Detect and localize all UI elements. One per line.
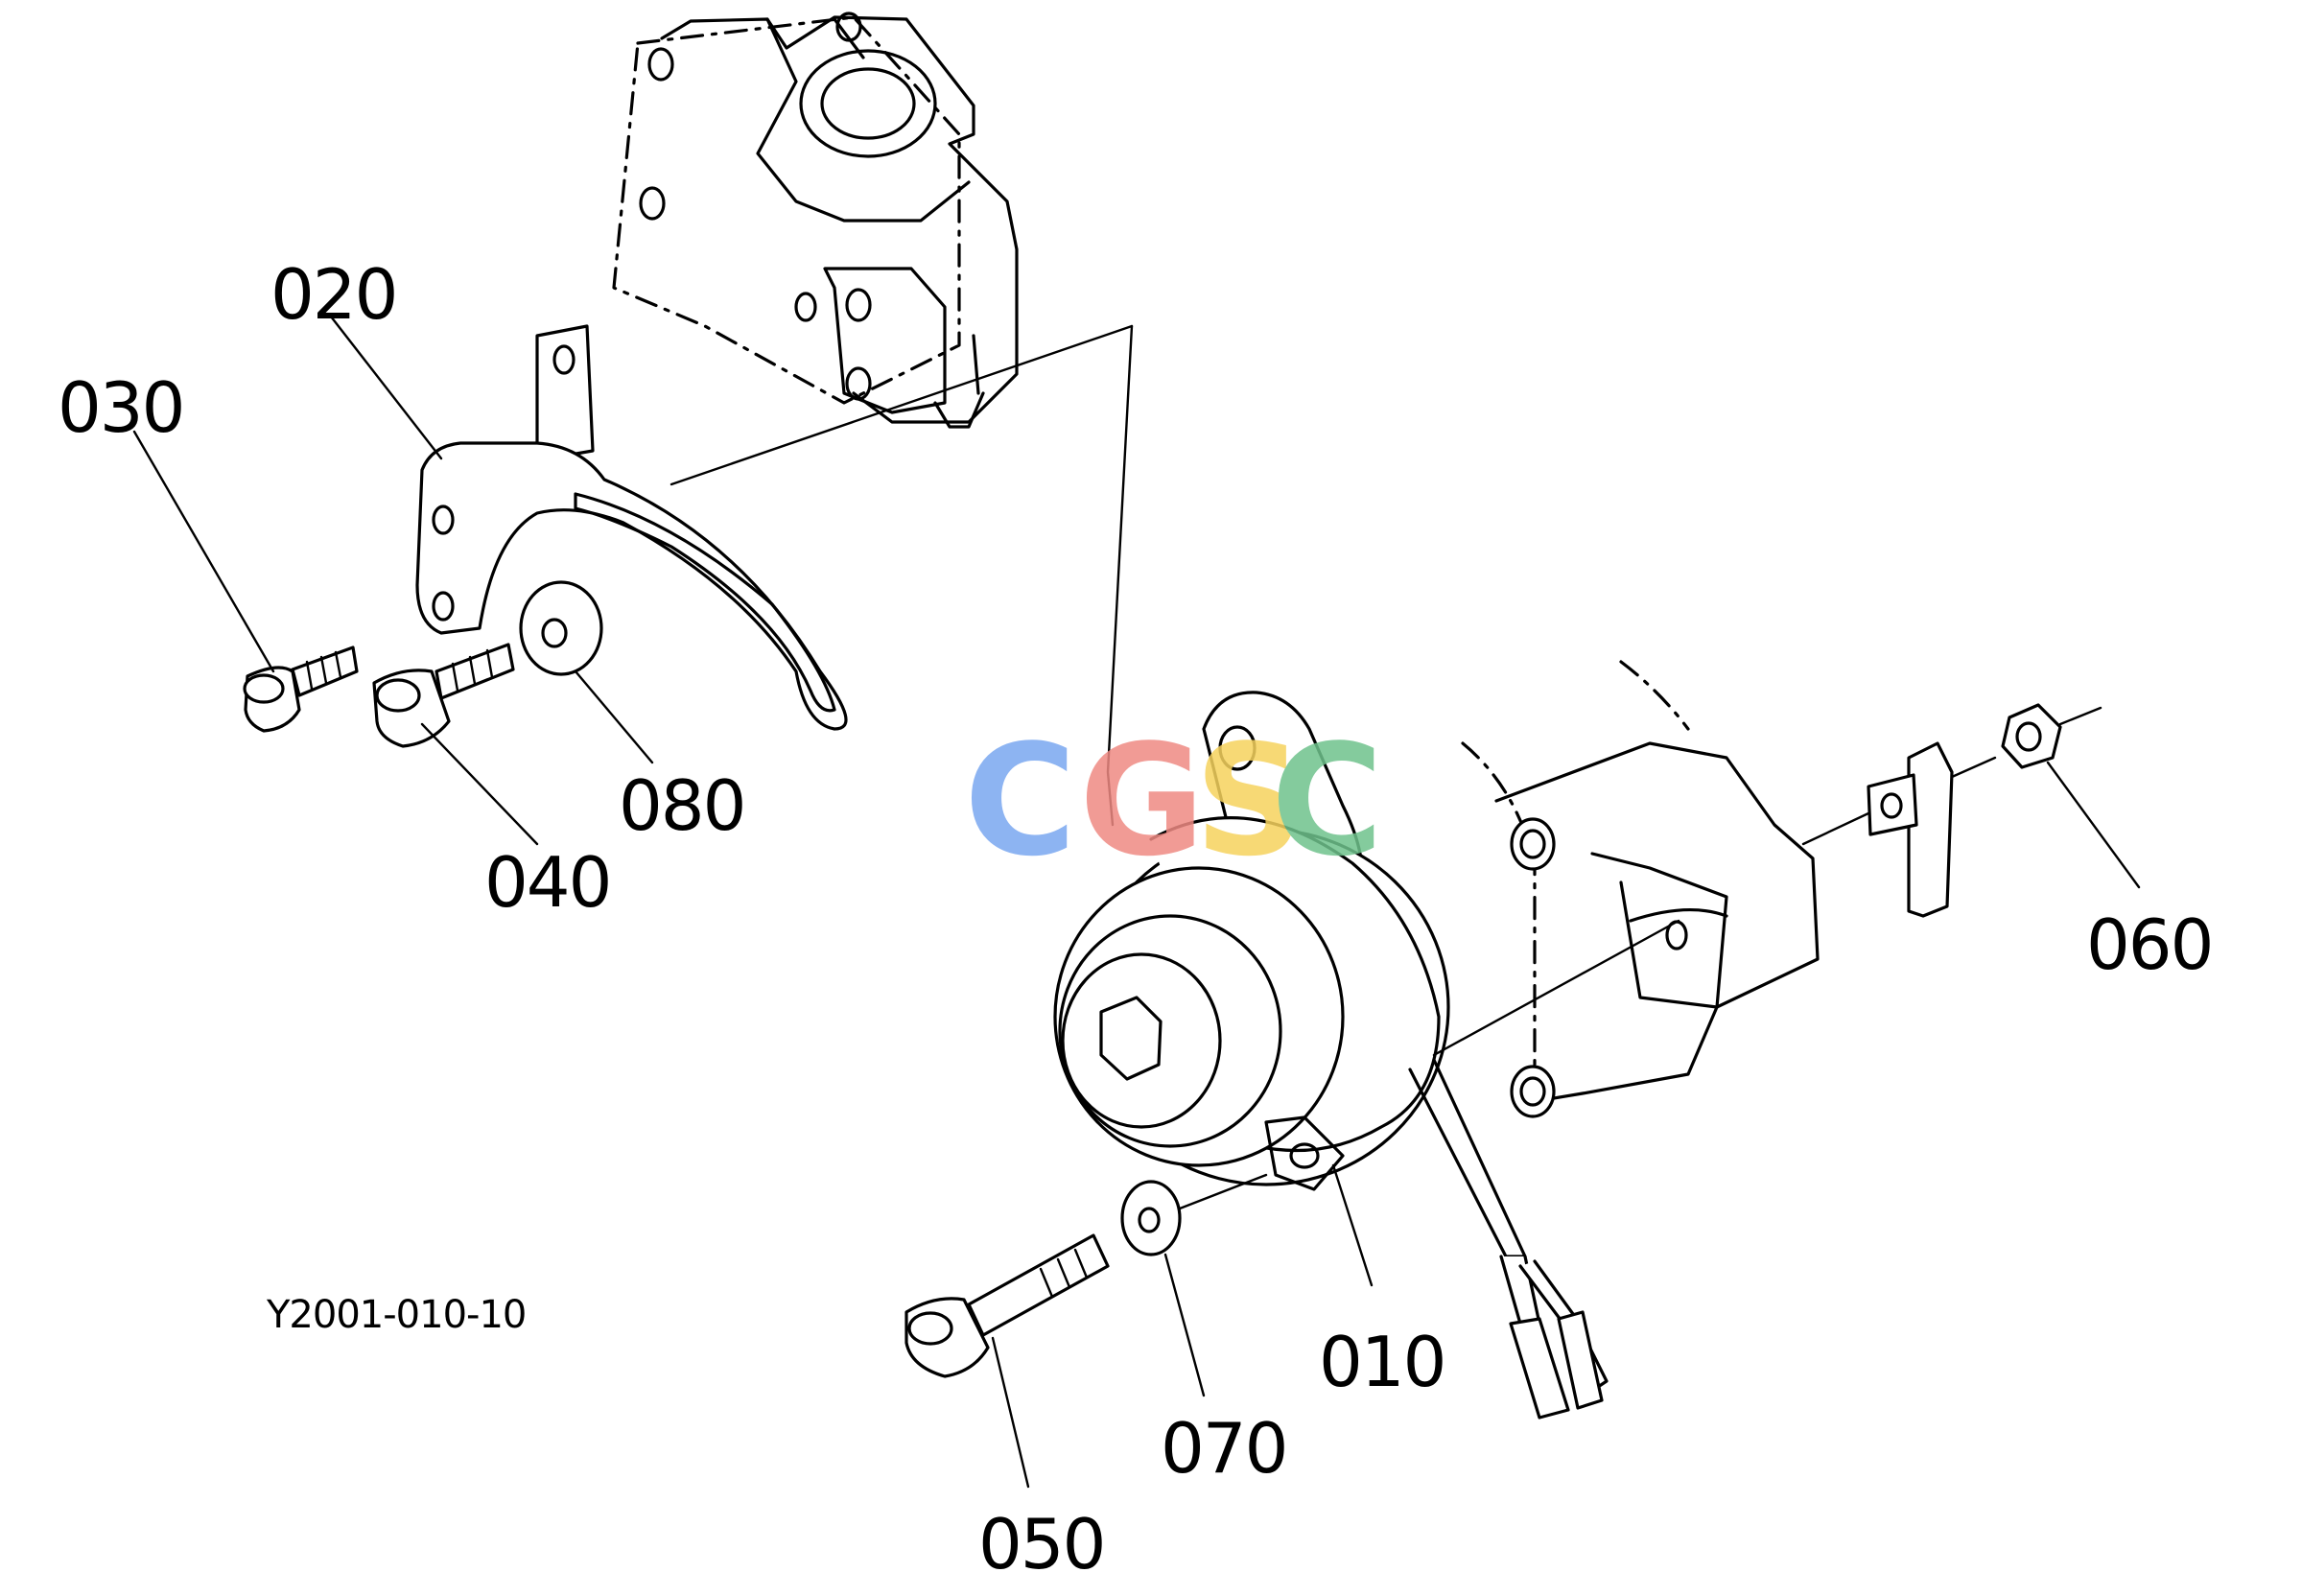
lower-housing <box>1461 660 1820 1118</box>
watermark-letter-3: S <box>1194 711 1304 890</box>
assembly-line-upper <box>1106 324 1134 827</box>
diagram-reference-code: Y2001-010-10 <box>266 1293 526 1337</box>
solenoid-motor-010 <box>1053 691 1680 1420</box>
callout-070: 070 <box>1161 1408 1286 1489</box>
bracket-020 <box>415 324 848 731</box>
washer-070 <box>1120 1173 1268 1256</box>
callout-030: 030 <box>58 367 183 448</box>
bolt-030 <box>243 645 359 733</box>
callout-050: 050 <box>978 1504 1104 1584</box>
nut-060 <box>2001 703 2102 769</box>
leader-lines <box>132 315 2141 1489</box>
assembly-line-diag <box>669 324 1134 486</box>
watermark-letter-2: G <box>1079 711 1205 890</box>
watermark-letter-4: C <box>1271 711 1383 890</box>
upper-housing <box>612 12 1019 429</box>
watermark-letter-1: C <box>964 711 1076 890</box>
callout-080: 080 <box>619 765 744 846</box>
callout-060: 060 <box>2086 904 2212 985</box>
watermark-logo: C G S C <box>964 711 1383 890</box>
callout-020: 020 <box>270 254 396 335</box>
washer-080 <box>519 580 603 676</box>
bolt-050 <box>904 1233 1110 1378</box>
clip-bracket <box>1801 741 1997 918</box>
callout-040: 040 <box>484 842 610 923</box>
bolt-040 <box>372 643 515 748</box>
callout-010: 010 <box>1319 1322 1445 1402</box>
